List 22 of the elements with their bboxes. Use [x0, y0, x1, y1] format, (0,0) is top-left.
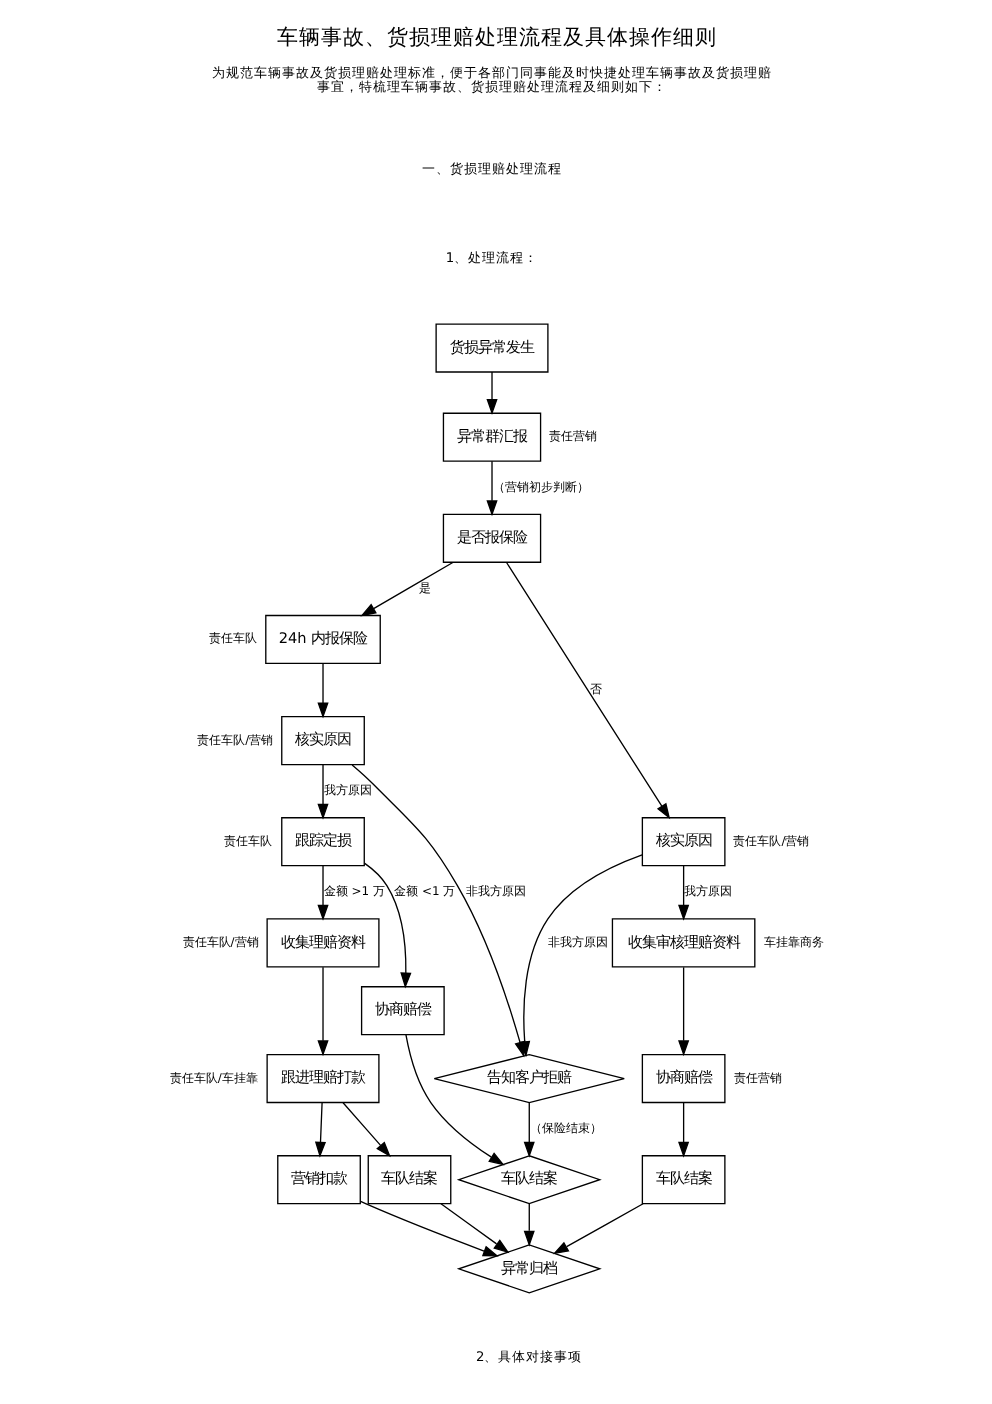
arrow — [316, 966, 328, 1057]
arrow — [677, 966, 689, 1057]
arrow — [485, 460, 497, 517]
arrow — [404, 1034, 504, 1166]
arrow — [551, 1203, 643, 1255]
arrow — [313, 1102, 326, 1158]
arrow — [439, 1203, 509, 1254]
arrow — [359, 561, 453, 617]
arrow — [505, 562, 670, 820]
arrow — [316, 764, 328, 820]
arrow — [518, 854, 642, 1058]
arrow — [485, 371, 497, 415]
arrow — [316, 662, 328, 719]
arrow — [363, 862, 411, 989]
arrow — [341, 1102, 390, 1158]
diagram-title: 车辆事故、货损理赔处理流程及具体操作细则 — [276, 24, 716, 51]
arrow — [522, 1102, 534, 1158]
arrow — [677, 865, 689, 921]
arrow — [316, 865, 328, 921]
arrow — [358, 1200, 498, 1257]
arrow — [677, 1102, 689, 1158]
arrow — [522, 1203, 534, 1247]
